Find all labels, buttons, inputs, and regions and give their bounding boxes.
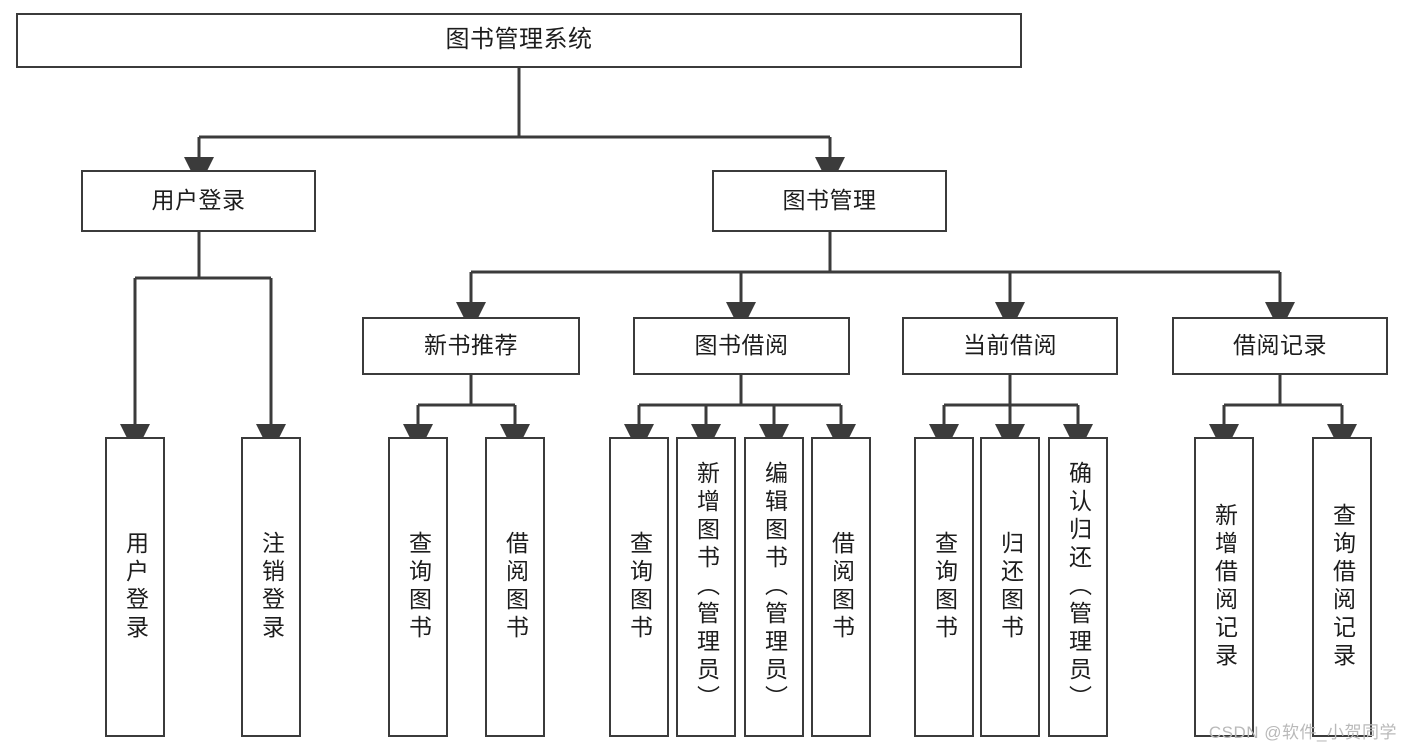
node-current-borrow[interactable]: 当前借阅 xyxy=(902,317,1118,375)
leaf-query-book-current[interactable]: 查询图书 xyxy=(914,437,974,737)
node-book-management[interactable]: 图书管理 xyxy=(712,170,947,232)
node-label: 查询借阅记录 xyxy=(1329,503,1356,671)
node-root-system[interactable]: 图书管理系统 xyxy=(16,13,1022,68)
node-label: 当前借阅 xyxy=(963,332,1057,359)
node-label: 图书管理系统 xyxy=(445,26,593,54)
node-label: 图书借阅 xyxy=(694,332,789,359)
node-label: 新书推荐 xyxy=(424,332,518,359)
node-label: 查询图书 xyxy=(626,531,653,643)
node-label: 借阅图书 xyxy=(502,531,529,643)
leaf-query-borrow-record[interactable]: 查询借阅记录 xyxy=(1312,437,1372,737)
node-label: 用户登录 xyxy=(151,187,246,214)
node-label: 用户登录 xyxy=(122,531,149,643)
node-label: 查询图书 xyxy=(931,531,958,643)
leaf-confirm-return-admin[interactable]: 确认归还（管理员） xyxy=(1048,437,1108,737)
leaf-borrow-book-new[interactable]: 借阅图书 xyxy=(485,437,545,737)
leaf-borrow-book[interactable]: 借阅图书 xyxy=(811,437,871,737)
node-label: 归还图书 xyxy=(997,531,1024,643)
leaf-return-book[interactable]: 归还图书 xyxy=(980,437,1040,737)
node-label: 注销登录 xyxy=(258,531,285,643)
watermark: CSDN @软件_小贺同学 xyxy=(1208,723,1397,742)
node-label: 编辑图书（管理员） xyxy=(761,461,788,713)
node-label: 借阅图书 xyxy=(828,531,855,643)
node-label: 新增图书（管理员） xyxy=(693,461,720,713)
node-label: 查询图书 xyxy=(405,531,432,643)
node-label: 确认归还（管理员） xyxy=(1065,461,1092,713)
leaf-add-borrow-record[interactable]: 新增借阅记录 xyxy=(1194,437,1254,737)
leaf-add-book-admin[interactable]: 新增图书（管理员） xyxy=(676,437,736,737)
node-book-borrow[interactable]: 图书借阅 xyxy=(633,317,850,375)
node-label: 借阅记录 xyxy=(1233,332,1327,359)
node-new-book-recommend[interactable]: 新书推荐 xyxy=(362,317,580,375)
leaf-query-book-new[interactable]: 查询图书 xyxy=(388,437,448,737)
node-borrow-record[interactable]: 借阅记录 xyxy=(1172,317,1388,375)
leaf-edit-book-admin[interactable]: 编辑图书（管理员） xyxy=(744,437,804,737)
node-user-login[interactable]: 用户登录 xyxy=(81,170,316,232)
leaf-query-book-borrow[interactable]: 查询图书 xyxy=(609,437,669,737)
leaf-logout[interactable]: 注销登录 xyxy=(241,437,301,737)
leaf-user-login[interactable]: 用户登录 xyxy=(105,437,165,737)
node-label: 新增借阅记录 xyxy=(1211,503,1238,671)
node-label: 图书管理 xyxy=(782,187,877,214)
